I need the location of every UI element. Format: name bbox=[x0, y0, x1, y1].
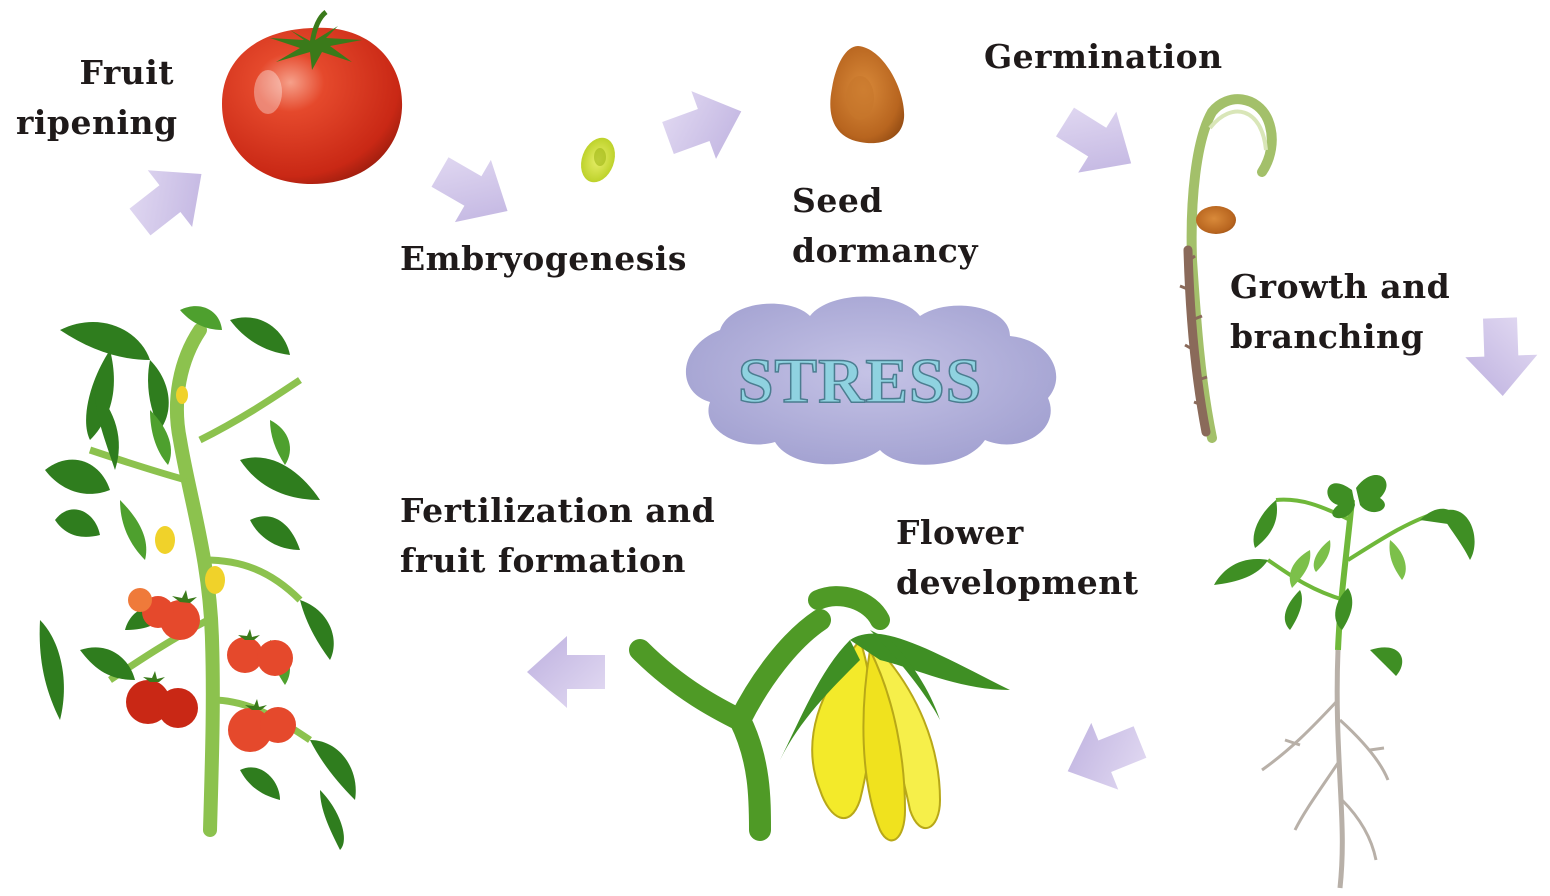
label-seed-dormancy: Seed dormancy bbox=[792, 176, 978, 276]
tomato-fruit-icon bbox=[222, 12, 402, 184]
arrow-icon bbox=[1464, 317, 1539, 397]
label-line: ripening bbox=[16, 98, 174, 148]
label-line: development bbox=[896, 558, 1139, 608]
label-line: Germination bbox=[984, 32, 1223, 82]
label-line: Fertilization and bbox=[400, 486, 715, 536]
arrow-icon bbox=[422, 141, 526, 242]
young-plant-icon bbox=[1214, 475, 1475, 888]
arrow-icon bbox=[1046, 91, 1150, 193]
label-line: dormancy bbox=[792, 226, 978, 276]
arrow-icon bbox=[527, 636, 605, 708]
stress-cloud-icon: STRESS bbox=[686, 297, 1056, 465]
label-line: Flower bbox=[896, 508, 1139, 558]
label-fertilization: Fertilization and fruit formation bbox=[400, 486, 715, 586]
label-line: Fruit bbox=[16, 48, 174, 98]
seed-icon bbox=[830, 46, 904, 143]
label-line: Seed bbox=[792, 176, 978, 226]
arrow-icon bbox=[1054, 709, 1153, 805]
fruiting-plant-icon bbox=[40, 306, 356, 850]
label-embryogenesis: Embryogenesis bbox=[400, 234, 687, 284]
label-growth-branching: Growth and branching bbox=[1230, 262, 1450, 362]
arrow-icon bbox=[656, 77, 754, 171]
label-line: fruit formation bbox=[400, 536, 715, 586]
label-flower-development: Flower development bbox=[896, 508, 1139, 608]
stress-label: STRESS bbox=[738, 345, 982, 416]
label-fruit-ripening: Fruit ripening bbox=[16, 48, 174, 148]
label-line: branching bbox=[1230, 312, 1450, 362]
label-germination: Germination bbox=[984, 32, 1223, 82]
label-line: Embryogenesis bbox=[400, 234, 687, 284]
arrow-icon bbox=[118, 146, 224, 251]
label-line: Growth and bbox=[1230, 262, 1450, 312]
embryo-icon bbox=[575, 133, 621, 187]
flower-icon bbox=[640, 596, 1010, 840]
